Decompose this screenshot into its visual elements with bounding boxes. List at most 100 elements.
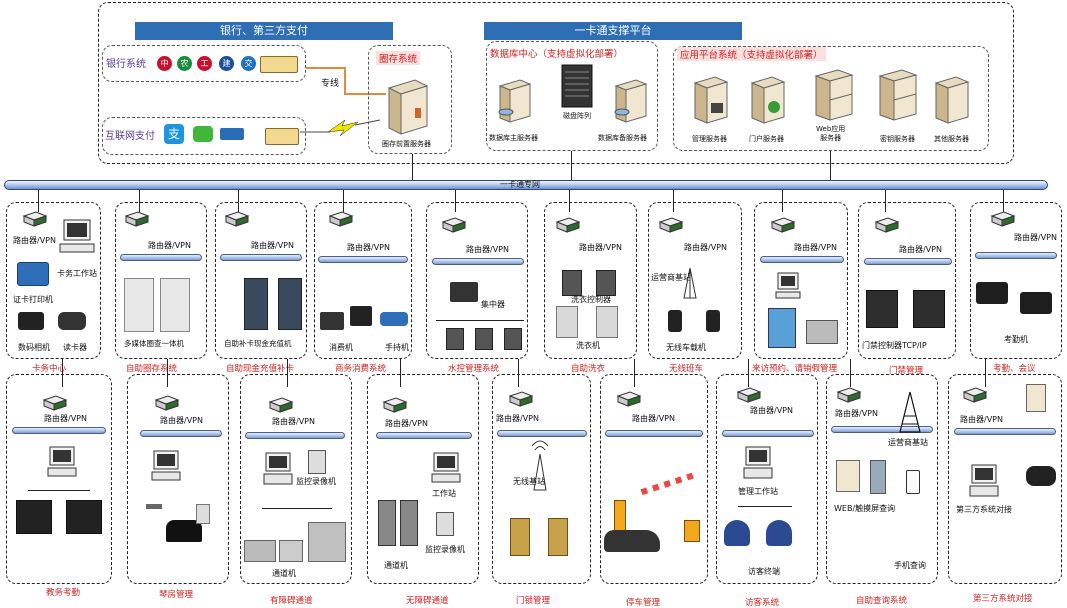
server-icon: [836, 460, 860, 492]
phone-icon: [906, 470, 920, 494]
router-icon: [154, 395, 180, 411]
lan-bus: [432, 258, 524, 265]
subsystem-box: [367, 374, 479, 584]
computer-icon: [263, 452, 293, 485]
router-label: 路由器/VPN: [496, 414, 539, 423]
subsystem-box: [716, 374, 818, 584]
device-label: 监控录像机: [296, 477, 336, 486]
top-platform-box: [98, 2, 1014, 164]
lan-bus: [497, 430, 587, 437]
leased-line-label: 专线: [321, 79, 340, 89]
lan-bus: [864, 258, 952, 265]
lan-bus: [975, 252, 1057, 259]
subsystem-box: [648, 202, 742, 359]
card-reader-icon: [260, 56, 298, 73]
vehicle-terminal-icon: [706, 310, 720, 332]
pos-icon: [350, 306, 372, 326]
subsystem-title: 停车管理: [626, 598, 661, 608]
router-label: 路由器/VPN: [13, 236, 56, 245]
subsystem-box: [754, 202, 848, 359]
vehicle-terminal-icon: [668, 310, 682, 332]
card-reader-icon: [146, 504, 162, 509]
device-label: 考勤机: [1004, 335, 1028, 344]
tablet-icon: [976, 282, 1008, 304]
controller-icon: [596, 270, 616, 296]
server-icon: [934, 76, 970, 124]
subsystem-title: 水控管理系统: [448, 364, 500, 374]
router-label: 路由器/VPN: [750, 406, 793, 415]
atm-icon: [244, 278, 268, 330]
device-label: 工作站: [432, 489, 456, 498]
lan-bus: [220, 254, 302, 261]
device-label: 监控录像机: [425, 545, 465, 554]
subsystem-title: 琴房管理: [159, 590, 194, 600]
dvr-icon: [308, 450, 326, 474]
guard-icon: [724, 520, 750, 546]
lan-bus: [318, 256, 408, 263]
subsystem-title: 有障碍通道: [270, 596, 313, 606]
dvr-icon: [436, 512, 454, 536]
device-label: 洗衣机: [576, 341, 600, 350]
handheld-icon: [380, 312, 408, 326]
server-icon: [693, 76, 729, 124]
router-label: 路由器/VPN: [347, 243, 390, 252]
disk-array-label: 磁盘阵列: [563, 112, 591, 120]
controller-icon: [562, 270, 582, 296]
terminal-icon: [806, 320, 838, 344]
server-icon: [614, 79, 648, 123]
card-platform-header: 一卡通支撑平台: [484, 22, 742, 40]
bus-label: 一卡通专网: [500, 180, 540, 189]
computer-icon: [743, 446, 773, 479]
device-label: 访客终端: [748, 567, 780, 576]
gate-icon: [279, 540, 303, 562]
lan-bus: [605, 430, 703, 437]
computer-icon: [775, 272, 801, 299]
subsystem-box: [858, 202, 956, 359]
camera-icon: [18, 312, 44, 330]
router-label: 路由器/VPN: [251, 241, 294, 250]
card-private-network-bus: [4, 180, 1048, 190]
subsystem-title: 商务消费系统: [335, 364, 387, 374]
device-label: 运营商基站: [651, 273, 691, 282]
water-controller-icon: [475, 328, 493, 350]
bank-system-box: [102, 45, 306, 82]
server-label: 门户服务器: [749, 135, 784, 143]
device-label: 自助补卡现金充值机: [224, 339, 292, 348]
subsystem-box: [948, 374, 1062, 584]
router-icon: [124, 211, 150, 227]
subsystem-box: [426, 202, 528, 359]
router-icon: [441, 217, 467, 233]
bank-logo-icon: 农: [177, 56, 192, 71]
wireless-base-icon: [531, 440, 549, 491]
db-main-label: 数据库主服务器: [489, 134, 538, 142]
device-label: 无线车载机: [666, 343, 706, 352]
water-controller-icon: [504, 328, 522, 350]
circle-server-label: 圈存前置服务器: [382, 140, 431, 148]
device-label: 消费机: [329, 343, 353, 352]
car-icon: [604, 530, 660, 552]
card-reader-icon: [1026, 466, 1056, 486]
subsystem-box: [6, 374, 112, 584]
attendance-terminal-icon: [66, 500, 102, 534]
subsystem-title: 门禁管理: [889, 366, 924, 376]
subsystem-box: [240, 374, 352, 584]
device-label: 卡务工作站: [57, 269, 97, 278]
db-center-label: 数据库中心（支持虚拟化部署）: [490, 49, 624, 60]
server-icon: [750, 76, 786, 124]
server-icon: [1026, 384, 1046, 412]
kiosk-icon: [160, 278, 190, 332]
piano-icon: [166, 520, 202, 542]
subsystem-box: [127, 374, 229, 584]
disk-array-icon: [561, 64, 593, 108]
device-label: 运营商基站: [888, 438, 928, 447]
router-icon: [616, 391, 642, 407]
router-icon: [736, 387, 762, 403]
computer-icon: [47, 446, 77, 477]
computer-icon: [431, 452, 461, 483]
lan-bus: [831, 426, 933, 433]
lan-bus: [954, 428, 1056, 435]
gate-icon: [308, 522, 346, 562]
subsystem-title: 卡务中心: [32, 364, 67, 374]
card-reader-icon: [265, 128, 299, 145]
subsystem-box: [6, 202, 101, 359]
